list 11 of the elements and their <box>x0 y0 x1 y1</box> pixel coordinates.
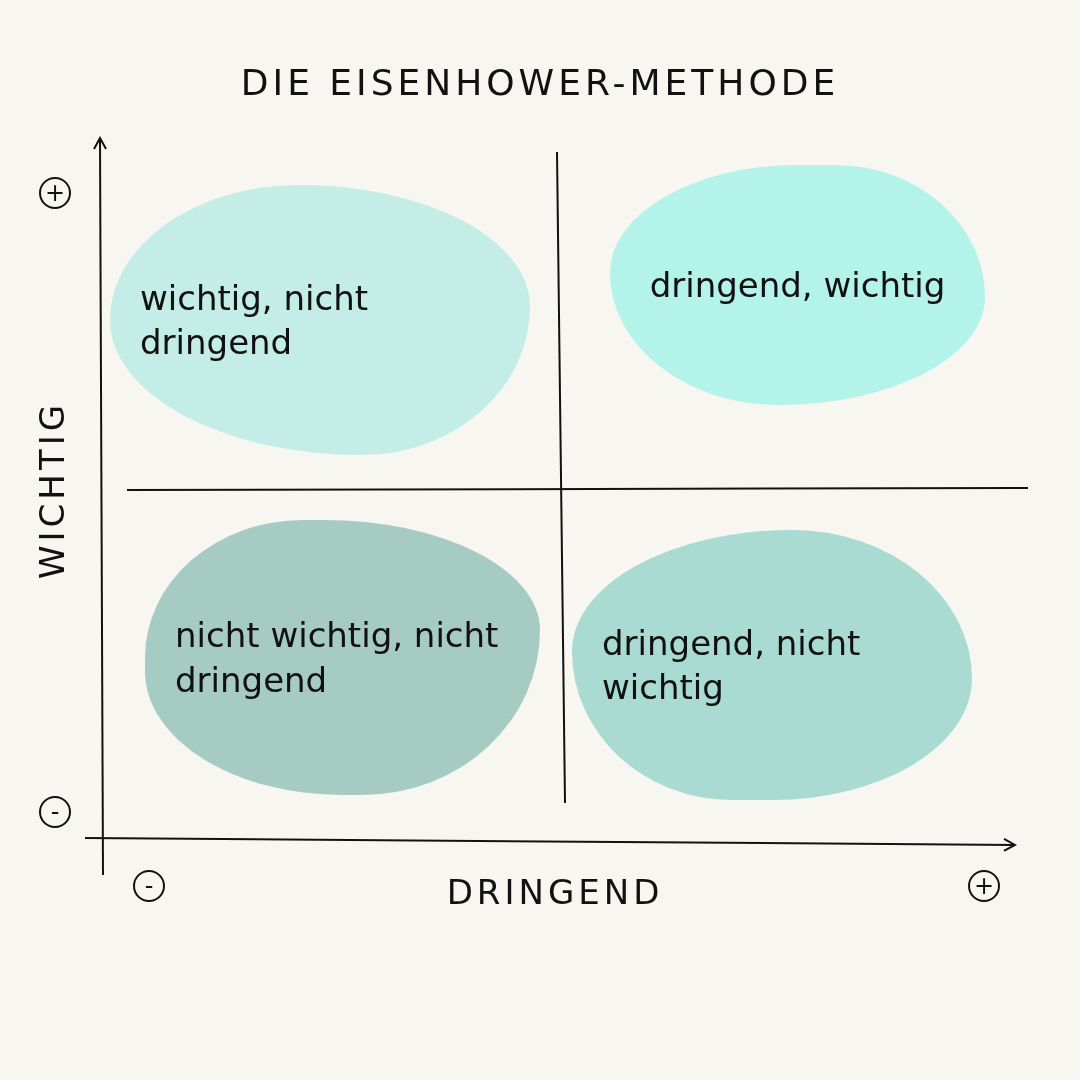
quadrant-label: nicht wichtig, nicht dringend <box>175 614 500 702</box>
axis-end-marker: + <box>968 870 1000 902</box>
quadrant-label: wichtig, nicht dringend <box>140 276 370 364</box>
axis-end-marker: - <box>39 796 71 828</box>
axis-label: WICHTIG <box>32 400 72 580</box>
axis-end-marker: + <box>39 177 71 209</box>
axis-label: DRINGEND <box>446 872 664 912</box>
quadrant-label: dringend, nicht wichtig <box>602 621 862 709</box>
quadrant-label: dringend, wichtig <box>649 263 946 307</box>
diagram-title: DIE EISENHOWER-METHODE <box>239 62 841 103</box>
axis-end-marker: - <box>133 870 165 902</box>
